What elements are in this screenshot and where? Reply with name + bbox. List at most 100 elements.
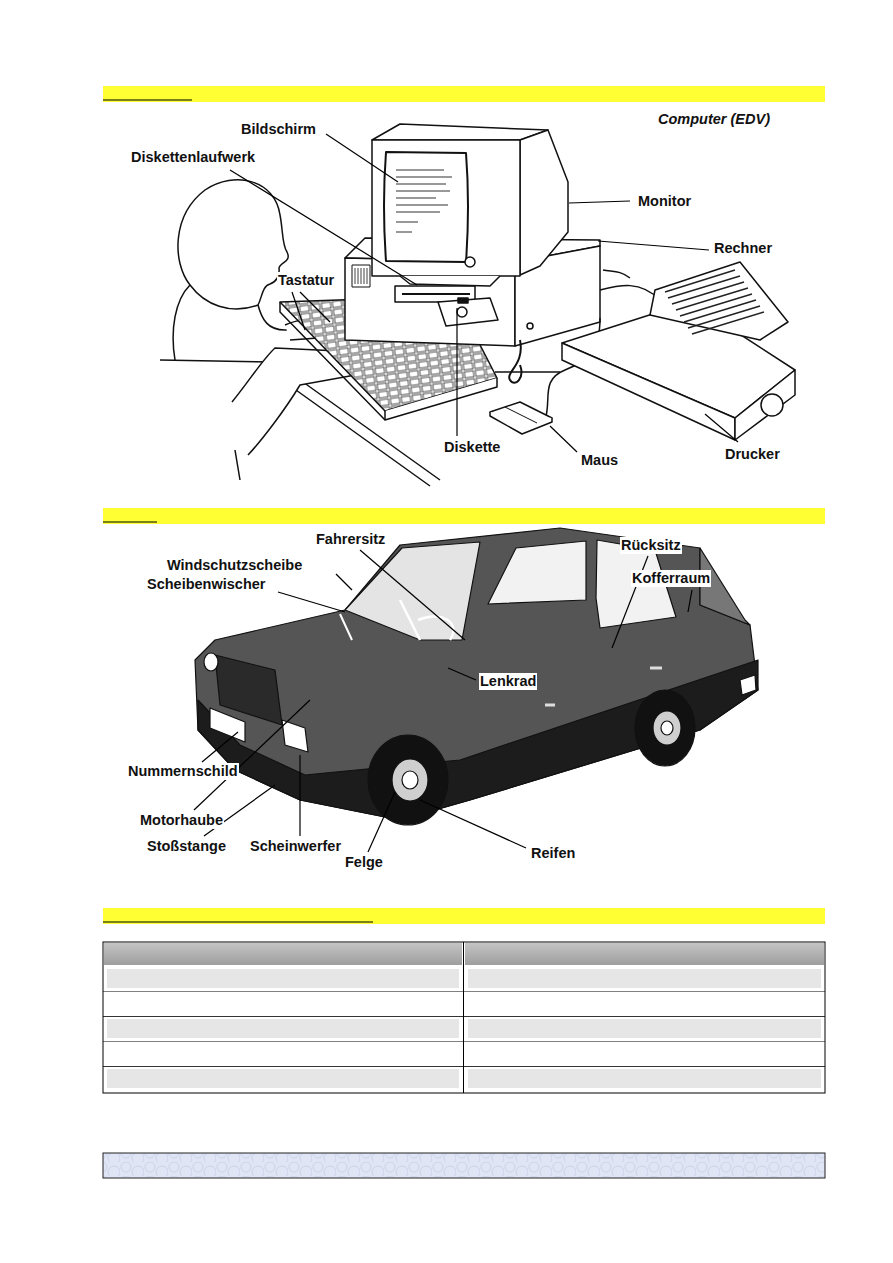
part-label: Windschutzscheibe — [166, 557, 303, 574]
part-label: Reifen — [530, 845, 576, 862]
part-label: Scheibenwischer — [146, 576, 266, 593]
computer-illustration — [665, 270, 764, 334]
leader-line — [360, 550, 465, 640]
vocabulary-table — [103, 1066, 825, 1067]
section-bar — [103, 86, 825, 102]
computer-illustration — [396, 170, 452, 232]
car-illustration — [392, 759, 428, 801]
car-illustration — [402, 771, 418, 789]
leader-line — [336, 574, 352, 590]
vocabulary-table — [107, 1019, 459, 1038]
vocabulary-table — [103, 1016, 825, 1017]
car-illustration — [282, 720, 308, 752]
computer-illustration — [384, 152, 468, 262]
computer-illustration — [372, 124, 548, 140]
picture-title: Computer (EDV) — [657, 111, 771, 128]
part-label: Maus — [580, 452, 619, 469]
leader-line — [230, 170, 417, 285]
vocabulary-table — [104, 943, 462, 965]
computer-illustration — [603, 270, 630, 278]
car-illustration — [635, 690, 695, 766]
computer-illustration — [400, 276, 500, 286]
vocabulary-table — [468, 1019, 821, 1038]
leader-line — [550, 426, 577, 452]
computer-illustration — [402, 293, 470, 295]
section-bar — [103, 908, 825, 924]
leader-line — [230, 134, 738, 452]
leader-line — [278, 592, 345, 612]
computer-illustration — [178, 180, 288, 309]
section-bar — [103, 508, 825, 524]
computer-illustration — [352, 265, 370, 287]
car-illustration — [400, 600, 453, 640]
computer-illustration — [395, 286, 475, 302]
vocabulary-table — [465, 943, 824, 965]
leader-line — [194, 700, 310, 810]
part-label: Felge — [344, 854, 384, 871]
computer-illustration — [235, 450, 240, 480]
part-label: Scheinwerfer — [249, 838, 342, 855]
car-illustration — [340, 614, 352, 640]
section-bar — [103, 86, 825, 924]
vocabulary-table — [468, 969, 821, 988]
part-label: Nummernschild — [127, 763, 239, 780]
section-bar — [103, 99, 192, 100]
leader-line — [456, 308, 457, 436]
computer-illustration — [562, 343, 735, 440]
computer-illustration — [385, 378, 497, 420]
vocabulary-table — [103, 942, 825, 1093]
computer-illustration — [438, 298, 498, 326]
leader-line — [194, 550, 692, 852]
computer-illustration — [600, 286, 660, 300]
computer-illustration — [458, 298, 468, 303]
car-illustration — [653, 711, 681, 745]
computer-illustration — [761, 394, 783, 416]
part-label: Tastatur — [277, 272, 335, 289]
part-label: Lenkrad — [479, 673, 537, 690]
computer-illustration — [160, 124, 795, 486]
leader-line — [448, 668, 476, 680]
part-label: Stoßstange — [146, 838, 227, 855]
part-label: Monitor — [637, 193, 692, 210]
leader-line — [326, 134, 398, 182]
part-label: Kofferraum — [631, 570, 711, 587]
car-illustration — [204, 653, 218, 671]
leader-line — [688, 590, 692, 612]
vocabulary-table — [103, 1041, 825, 1042]
leader-line — [368, 792, 395, 852]
car-illustration — [198, 660, 758, 820]
computer-illustration — [355, 268, 367, 284]
leader-line — [705, 414, 738, 442]
section-bar — [103, 921, 373, 922]
vocabulary-table — [107, 969, 459, 988]
car-illustration — [368, 735, 448, 825]
part-label: Motorhaube — [139, 812, 224, 829]
computer-illustration — [735, 370, 795, 440]
car-illustration — [740, 675, 756, 695]
vocabulary-table — [103, 942, 825, 1093]
leader-line — [420, 800, 526, 848]
leader-line — [299, 755, 300, 836]
computer-illustration — [527, 323, 533, 329]
leader-line — [569, 201, 630, 203]
section-bar — [103, 521, 157, 522]
computer-illustration — [372, 140, 520, 276]
leader-line — [598, 241, 709, 250]
car-illustration — [345, 542, 480, 640]
computer-illustration — [665, 270, 764, 334]
computer-illustration — [520, 130, 568, 275]
car-illustration — [210, 708, 245, 742]
computer-illustration — [396, 170, 452, 232]
leader-line — [202, 732, 238, 762]
part-label: Bildschirm — [240, 121, 317, 138]
vocabulary-table — [468, 1069, 821, 1088]
leader-line — [292, 292, 305, 330]
vocabulary-table — [103, 991, 825, 992]
computer-illustration — [505, 407, 537, 423]
car-illustration — [661, 721, 673, 735]
part-label: Diskettenlaufwerk — [130, 149, 256, 166]
part-label: Rechner — [713, 240, 773, 257]
footer-bar — [103, 1153, 825, 1178]
